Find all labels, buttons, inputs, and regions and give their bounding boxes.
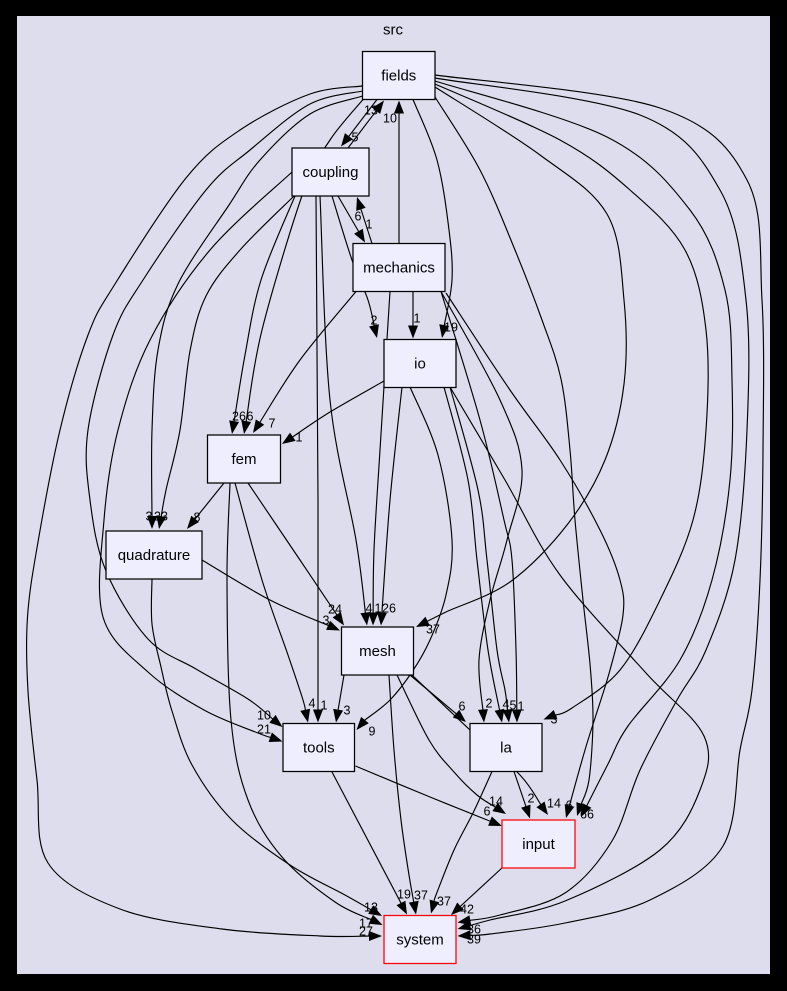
svg-text:23: 23 [154, 509, 168, 523]
svg-text:mesh: mesh [359, 643, 396, 660]
svg-text:1: 1 [375, 601, 382, 615]
svg-text:1: 1 [321, 698, 328, 712]
svg-text:system: system [396, 932, 444, 949]
svg-text:7: 7 [269, 416, 276, 430]
svg-text:2: 2 [486, 696, 493, 710]
svg-text:3: 3 [344, 703, 351, 717]
svg-text:src: src [383, 22, 403, 39]
svg-text:1: 1 [414, 311, 421, 325]
svg-text:1: 1 [518, 699, 525, 713]
svg-text:coupling: coupling [303, 164, 359, 181]
svg-text:2: 2 [371, 313, 378, 327]
svg-text:26: 26 [382, 601, 396, 615]
svg-text:fem: fem [231, 451, 256, 468]
svg-text:3: 3 [551, 712, 558, 726]
svg-text:6: 6 [355, 209, 362, 223]
svg-text:37: 37 [414, 888, 428, 902]
svg-text:6: 6 [247, 409, 254, 423]
svg-text:1: 1 [296, 430, 303, 444]
svg-text:6: 6 [459, 699, 466, 713]
svg-text:10: 10 [383, 111, 397, 125]
svg-text:mechanics: mechanics [363, 260, 435, 277]
svg-text:tools: tools [303, 740, 335, 757]
svg-text:io: io [414, 356, 426, 373]
svg-text:quadrature: quadrature [118, 547, 191, 564]
svg-text:5: 5 [510, 698, 517, 712]
svg-text:4: 4 [503, 697, 510, 711]
svg-text:3: 3 [323, 613, 330, 627]
svg-text:9: 9 [369, 724, 376, 738]
svg-text:3: 3 [146, 509, 153, 523]
svg-text:2: 2 [528, 791, 535, 805]
svg-text:21: 21 [257, 722, 271, 736]
svg-text:input: input [522, 836, 555, 853]
svg-text:14: 14 [547, 796, 561, 810]
svg-text:14: 14 [489, 794, 503, 808]
svg-text:19: 19 [444, 320, 458, 334]
svg-text:17: 17 [359, 916, 373, 930]
svg-text:6: 6 [484, 804, 491, 818]
svg-text:13: 13 [364, 900, 378, 914]
svg-text:4: 4 [309, 696, 316, 710]
svg-text:39: 39 [467, 932, 481, 946]
svg-text:10: 10 [257, 708, 271, 722]
svg-text:13: 13 [364, 103, 378, 117]
svg-text:19: 19 [397, 887, 411, 901]
svg-text:27: 27 [359, 924, 373, 938]
svg-text:5: 5 [352, 130, 359, 144]
svg-text:37: 37 [437, 894, 451, 908]
svg-text:4: 4 [366, 601, 373, 615]
svg-text:6: 6 [566, 798, 573, 812]
svg-text:1: 1 [366, 217, 373, 231]
svg-text:24: 24 [328, 602, 342, 616]
svg-text:8: 8 [194, 510, 201, 524]
svg-text:fields: fields [381, 68, 416, 85]
svg-text:66: 66 [580, 807, 594, 821]
svg-text:42: 42 [460, 902, 474, 916]
svg-text:26: 26 [232, 409, 246, 423]
svg-text:la: la [500, 740, 512, 757]
